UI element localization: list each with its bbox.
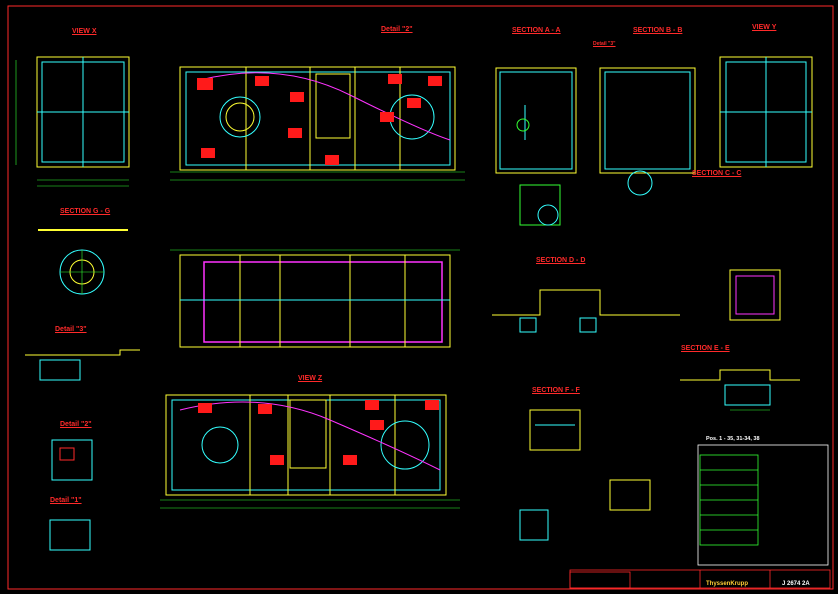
section-ee-drawing [680,369,800,411]
view-y-title: VIEW Y [752,24,777,31]
details-left-drawing [25,349,140,551]
view-x-title: VIEW X [72,28,97,35]
view-z-title: VIEW Z [298,375,323,382]
section-dd-title: SECTION D - D [536,257,586,264]
middle-plan-drawing [170,249,460,348]
section-aa-drawing [495,67,577,226]
view-y-drawing [719,56,813,168]
detail-3b-title: Detail "3" [593,41,616,47]
section-aa-title: SECTION A - A [512,27,561,34]
title-block [569,444,831,589]
drawing-frame [7,5,834,590]
section-ff-drawing [519,409,651,541]
position-note: Pos. 1 - 35, 31-34, 38 [706,436,760,442]
view-z-drawing [160,394,460,509]
section-bb-drawing [599,67,696,196]
section-dd-drawing [492,269,781,333]
section-bb-title: SECTION B - B [633,27,683,34]
section-cc-title: SECTION C - C [692,170,742,177]
detail-3-title: Detail "3" [55,326,87,333]
section-gg-drawing [38,229,128,295]
title-block-drawing-no: J 2674 2A [782,581,810,587]
view-x-drawing [15,56,130,187]
section-ee-title: SECTION E - E [681,345,730,352]
top-plan-drawing [170,66,465,181]
detail-2-title: Detail "2" [381,26,413,33]
title-block-company: ThyssenKrupp [706,581,749,587]
detail-2b-title: Detail "2" [60,421,92,428]
section-gg-title: SECTION G - G [60,208,111,215]
section-ff-title: SECTION F - F [532,387,580,394]
detail-1-title: Detail "1" [50,497,82,504]
